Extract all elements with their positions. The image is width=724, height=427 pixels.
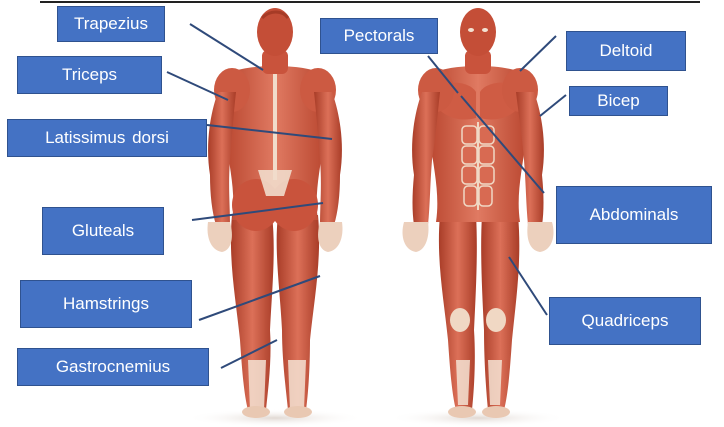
label-pectorals: Pectorals	[320, 18, 438, 54]
label-gluteals: Gluteals	[42, 207, 164, 255]
back-head	[257, 8, 293, 56]
label-latissimus-dorsi: Latissimus dorsi	[7, 119, 207, 157]
leader-bicep	[540, 95, 566, 116]
front-view-figure	[388, 8, 568, 427]
label-hamstrings: Hamstrings	[20, 280, 192, 328]
front-head	[460, 8, 496, 56]
leader-deltoid	[520, 36, 556, 71]
label-deltoid: Deltoid	[566, 31, 686, 71]
label-triceps: Triceps	[17, 56, 162, 94]
label-quadriceps: Quadriceps	[549, 297, 701, 345]
label-bicep: Bicep	[569, 86, 668, 116]
label-gastrocnemius: Gastrocnemius	[17, 348, 209, 386]
leader-trapezius	[190, 24, 263, 70]
label-trapezius: Trapezius	[57, 6, 165, 42]
label-abdominals: Abdominals	[556, 186, 712, 244]
